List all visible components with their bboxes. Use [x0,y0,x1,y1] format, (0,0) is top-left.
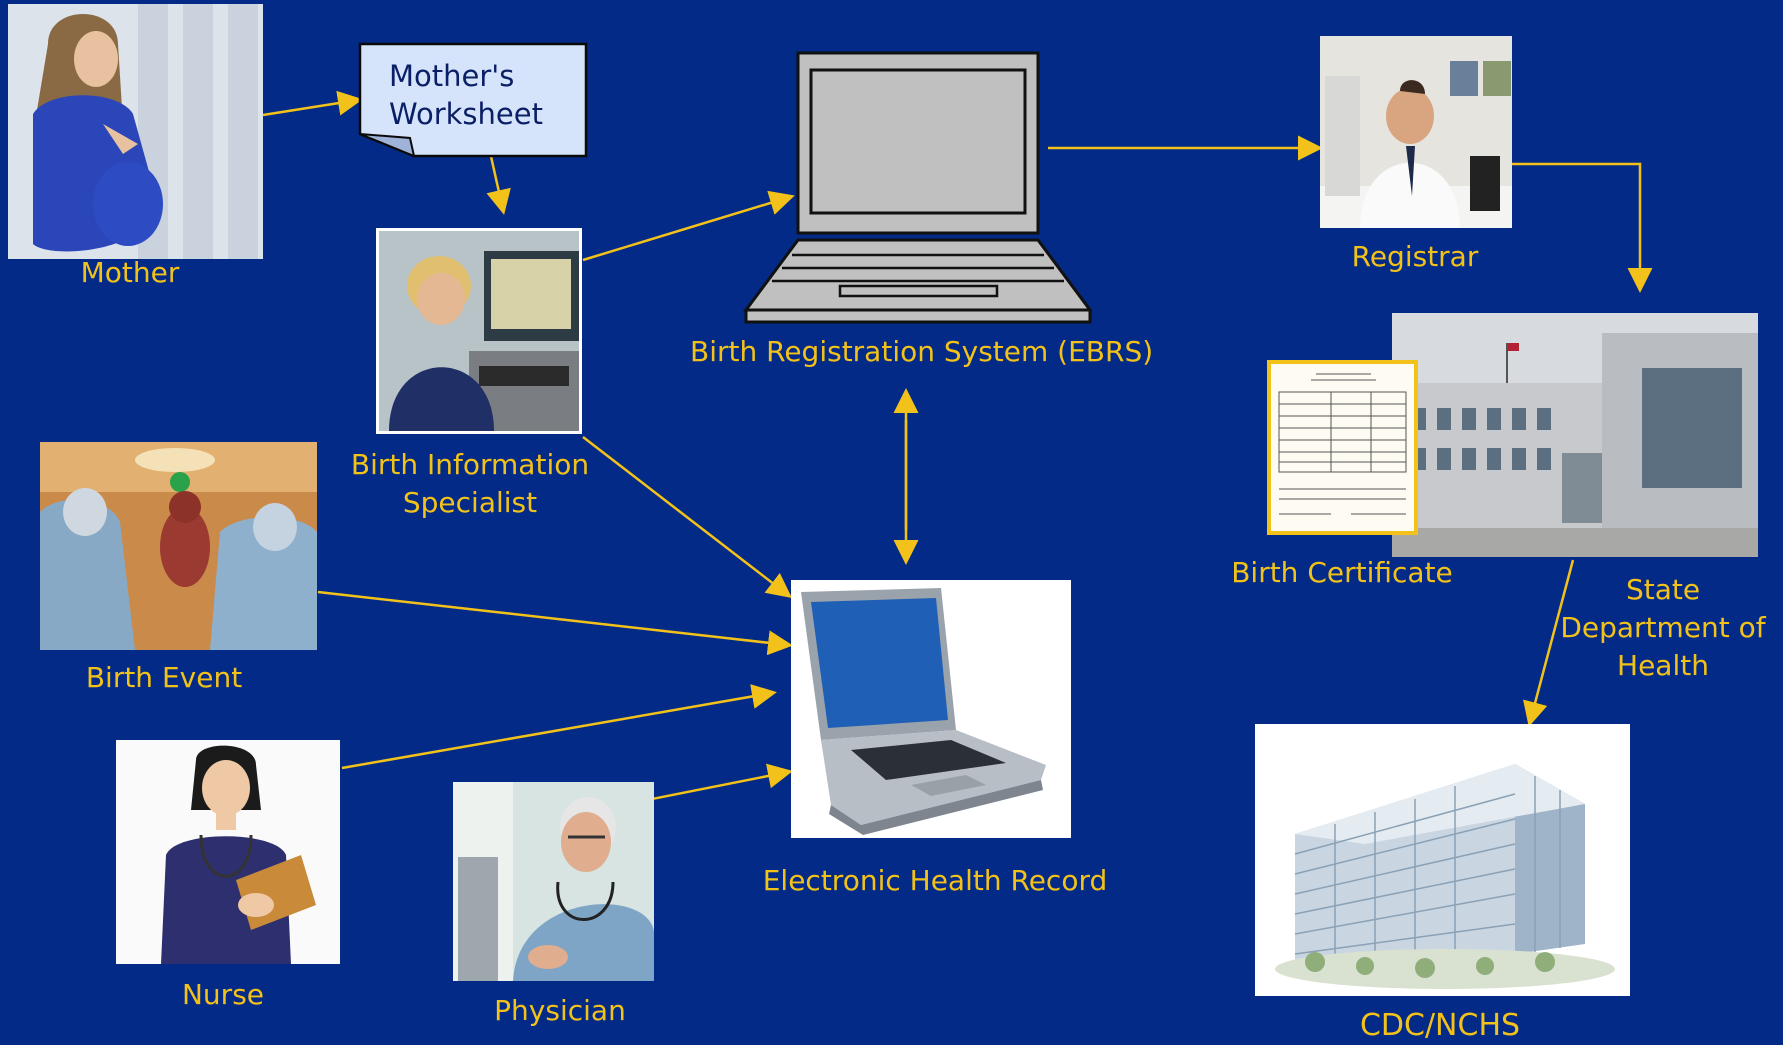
state-health-label-line1: State [1625,573,1701,606]
arrow-bis-to-ehr [582,436,792,599]
arrow-worksheet-to-bis [486,151,511,215]
arrow-nurse-to-ehr [341,684,777,770]
state-building-photo [1392,313,1758,557]
mother-label: Mother [80,256,180,289]
doctor-icon [453,782,654,981]
worksheet-label-line2: Worksheet [389,97,543,131]
bis-label-line2: Specialist [402,486,538,519]
arrow-birth-event-to-ehr [317,590,793,656]
state-health-label-line3: Health [1617,649,1709,682]
birth-event-photo [40,442,317,650]
arrow-state-to-cdc [1523,559,1575,727]
pregnant-woman-icon [8,4,263,259]
government-building-icon [1392,313,1758,557]
certificate-document-icon [1271,364,1414,531]
businessman-icon [1320,36,1512,228]
office-worker-icon [379,231,579,431]
ebrs-laptop-outline-icon [743,51,1092,324]
arrow-mother-to-worksheet [262,90,363,117]
ehr-photo [791,580,1071,838]
physician-photo [453,782,654,981]
birth-event-label: Birth Event [85,661,243,694]
state-health-label-line2: Department of [1560,611,1766,644]
nurse-label: Nurse [181,978,265,1011]
arrow-bis-to-ebrs [582,190,795,262]
nurse-photo [116,740,340,964]
arrow-registrar-to-state [1512,162,1653,293]
cdc-photo [1255,724,1630,996]
ebrs-label: Birth Registration System (EBRS) [690,335,1154,368]
registrar-label: Registrar [1351,240,1479,273]
bis-photo [376,228,582,434]
birth-certificate-photo [1267,360,1418,535]
surgeons-newborn-icon [40,442,317,650]
registrar-photo [1320,36,1512,228]
worksheet-label-line1: Mother's [389,59,515,93]
physician-label: Physician [494,994,626,1027]
arrow-physician-to-ehr [631,763,793,805]
cdc-label: CDC/NCHS [1359,1008,1521,1043]
ehr-label: Electronic Health Record [762,864,1108,897]
mother-photo [8,4,263,259]
nurse-icon [116,740,340,964]
worksheet-document-icon [358,42,588,158]
birth-certificate-label: Birth Certificate [1231,556,1453,589]
office-building-icon [1255,724,1630,996]
ehr-laptop-icon [791,580,1071,838]
bis-label-line1: Birth Information [350,448,590,481]
